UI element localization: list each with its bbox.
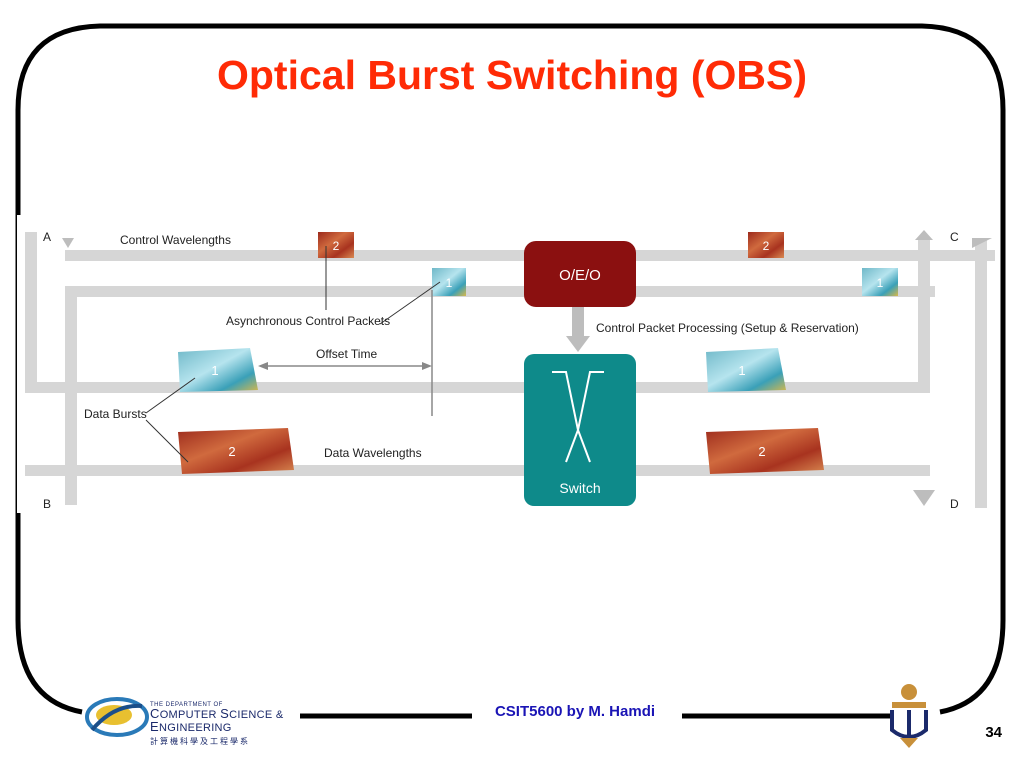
- leader-async-to-packet1: [379, 281, 441, 325]
- control-packet-1-right: [862, 268, 898, 296]
- rail-right-c: [918, 240, 930, 390]
- arrow-c-up: [915, 230, 933, 240]
- arrow-a-down: [62, 238, 74, 248]
- rail-right-d: [975, 240, 987, 508]
- data-burst-2-right: [706, 428, 824, 474]
- dept-line1b-cap: S: [220, 706, 230, 721]
- data-burst-1-right-label: 1: [738, 363, 745, 378]
- switch-box: [524, 354, 636, 506]
- dept-chinese: 計算機科學及工程學系: [150, 737, 250, 746]
- data-bursts-label: Data Bursts: [84, 407, 147, 421]
- data-burst-1-right: [706, 348, 786, 392]
- control-packet-1-left-label: 1: [446, 276, 453, 290]
- control-packet-2-left: [318, 232, 354, 258]
- page-number: 34: [985, 724, 1002, 741]
- dept-logo-icon: [85, 697, 149, 737]
- control-packet-2-left-label: 2: [333, 239, 340, 253]
- node-a-label: A: [43, 230, 51, 244]
- dept-name: THE DEPARTMENT OF COMPUTER SCIENCE & ENG…: [150, 702, 284, 747]
- dept-line1: COMPUTER SCIENCE &: [150, 706, 284, 721]
- control-wavelengths-label: Control Wavelengths: [120, 233, 231, 247]
- data-burst-1-left-label: 1: [211, 363, 218, 378]
- dept-line2-cap: E: [150, 719, 159, 734]
- oeo-box: [524, 241, 636, 307]
- offset-arrow-left-head: [258, 362, 268, 370]
- frame-border: [15, 23, 1006, 715]
- data-burst-2-right-label: 2: [758, 444, 765, 459]
- university-logo-icon: [890, 684, 928, 748]
- slide-title: Optical Burst Switching (OBS): [217, 52, 807, 98]
- arrow-d-down: [913, 490, 935, 506]
- control-packet-2-right: [748, 232, 784, 258]
- control-packet-2-right-label: 2: [763, 239, 770, 253]
- control-processing-label: Control Packet Processing (Setup & Reser…: [596, 321, 859, 335]
- leader-burst-1: [145, 377, 196, 414]
- rail-data-top: [25, 382, 930, 393]
- footer-course: CSIT5600 by M. Hamdi: [494, 703, 656, 720]
- rail-data-bottom: [25, 465, 930, 476]
- node-c-label: C: [950, 230, 959, 244]
- oeo-label: O/E/O: [559, 267, 601, 284]
- rail-left-a: [25, 232, 37, 382]
- data-burst-1-left: [178, 348, 258, 392]
- dept-line1-text: OMPUTER: [159, 709, 221, 721]
- leader-burst-2: [145, 419, 189, 463]
- offset-time-label: Offset Time: [316, 347, 377, 361]
- node-b-label: B: [43, 497, 51, 511]
- dept-line1b-text: CIENCE &: [229, 709, 284, 721]
- switch-icon: [552, 371, 604, 463]
- dept-line1-cap: C: [150, 706, 160, 721]
- data-wavelengths-label: Data Wavelengths: [324, 446, 422, 460]
- control-packet-1-right-label: 1: [877, 276, 884, 290]
- async-control-packets-label: Asynchronous Control Packets: [226, 314, 390, 328]
- arrow-processing-down: [566, 336, 590, 352]
- switch-label: Switch: [559, 480, 600, 496]
- offset-arrow-right-head: [422, 362, 432, 370]
- dept-line2-text: NGINEERING: [158, 722, 232, 734]
- arrow-c-right: [972, 238, 992, 248]
- data-burst-2-left-label: 2: [228, 444, 235, 459]
- node-d-label: D: [950, 497, 959, 511]
- rail-left-b: [65, 295, 77, 505]
- control-packet-1-left: [432, 268, 466, 296]
- dept-small: THE DEPARTMENT OF: [150, 702, 223, 708]
- processing-stem: [572, 305, 584, 337]
- dept-line2: ENGINEERING: [150, 719, 284, 734]
- data-burst-2-left: [178, 428, 294, 474]
- rail-control-second: [65, 286, 935, 297]
